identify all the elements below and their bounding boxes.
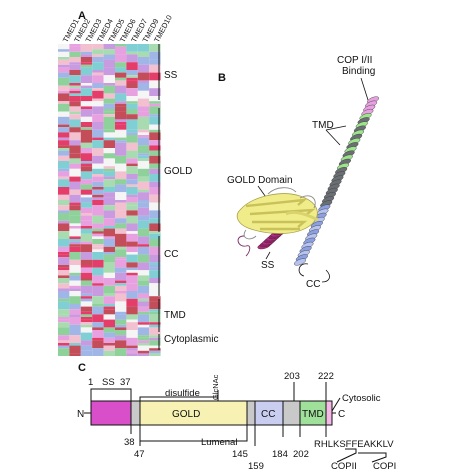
region-gold: GOLD [164, 166, 192, 177]
cop-pointer [360, 77, 369, 101]
domain-cyto [325, 400, 333, 426]
tmd-label: TMD [312, 120, 334, 131]
num-1: 1 [88, 377, 93, 388]
cop-label: COP I/II [337, 55, 372, 66]
region-tmd: TMD [164, 310, 186, 321]
linker-3 [282, 400, 301, 426]
ss-label: SS [261, 260, 275, 271]
num-202: 202 [293, 449, 309, 460]
cc-label: CC [306, 279, 320, 290]
region-ss: SS [164, 70, 178, 81]
domain-tmd [299, 400, 327, 426]
panel-b-label: B [218, 72, 226, 84]
ss-loop [237, 235, 251, 257]
domain-cc [254, 400, 284, 426]
copii-label: COPII [331, 461, 357, 472]
cytosolic-sequence: RHLKSFFEAKKLV [314, 439, 394, 450]
alignment-heatmap [58, 44, 161, 356]
cc-bracket-b [298, 263, 309, 277]
disulfide-label: disulfide [165, 388, 200, 399]
topology-lines [90, 382, 387, 463]
binding-label: Binding [342, 66, 375, 77]
c-terminus: C [338, 409, 345, 420]
tmd-pointer-2 [325, 125, 347, 131]
num-37: 37 [120, 377, 131, 388]
cytosolic-label: Cytosolic [342, 393, 381, 404]
lumenal-label: Lumenal [201, 437, 237, 448]
linker-2 [246, 400, 256, 426]
domain-ss [90, 400, 132, 426]
domain-gold-label: GOLD [172, 409, 200, 420]
glcnac-label: GlcNAc [211, 374, 220, 400]
gold-domain-structure [236, 187, 319, 240]
column-labels: TMED1TMED2TMED3TMED4TMED5TMED6TMED7TMED9… [61, 14, 174, 44]
region-cytoplasmic: Cytoplasmic [164, 334, 218, 345]
ss-pointer [265, 251, 271, 260]
num-222: 222 [318, 371, 334, 382]
linker-1 [130, 400, 141, 426]
num-184: 184 [272, 449, 288, 460]
copi-label: COPI [373, 461, 396, 472]
domain-cc-label: CC [261, 409, 275, 420]
domain-tmd-label: TMD [302, 409, 324, 420]
num-159: 159 [248, 461, 264, 472]
tmd-pointer-1 [325, 129, 341, 146]
num-38: 38 [124, 437, 135, 448]
gold-label: GOLD Domain [227, 175, 293, 186]
n-terminus: N [77, 409, 84, 420]
num-145: 145 [232, 449, 248, 460]
domain-gold [139, 400, 248, 426]
num-203: 203 [284, 371, 300, 382]
tmd-cc-helix [293, 96, 380, 266]
num-47: 47 [134, 449, 145, 460]
cc-bracket-b2 [321, 269, 330, 283]
ss-top-label: SS [102, 377, 115, 388]
panel-c-label: C [78, 362, 86, 374]
region-cc: CC [164, 249, 178, 260]
panel-a-label: A [78, 10, 86, 22]
